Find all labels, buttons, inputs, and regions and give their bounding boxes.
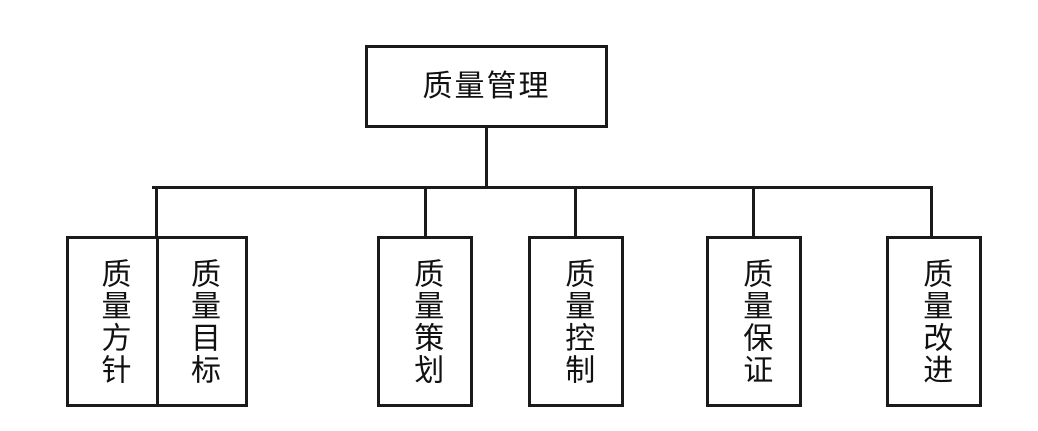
node-label: 质量策划 bbox=[409, 257, 443, 386]
node-label: 质量管理 bbox=[422, 69, 551, 103]
node-label: 质量保证 bbox=[738, 257, 772, 386]
node-quality-improvement: 质量改进 bbox=[886, 236, 982, 407]
node-label: 质量方针 bbox=[96, 257, 130, 386]
node-root-quality-management: 质量管理 bbox=[365, 45, 608, 128]
node-quality-control: 质量控制 bbox=[528, 236, 624, 407]
node-label: 质量改进 bbox=[918, 257, 952, 386]
connector-root-stem bbox=[485, 128, 488, 188]
node-quality-assurance: 质量保证 bbox=[706, 236, 802, 407]
node-group-policy-objectives: 质量方针 质量目标 bbox=[66, 236, 248, 407]
node-label: 质量控制 bbox=[560, 257, 594, 386]
node-quality-objectives: 质量目标 bbox=[155, 239, 246, 404]
connector-drop-2 bbox=[424, 186, 427, 236]
connector-drop-4 bbox=[752, 186, 755, 236]
connector-drop-1 bbox=[155, 186, 158, 236]
node-quality-planning: 质量策划 bbox=[377, 236, 473, 407]
node-quality-policy: 质量方针 bbox=[69, 239, 156, 404]
node-label: 质量目标 bbox=[186, 257, 220, 386]
connector-drop-3 bbox=[574, 186, 577, 236]
connector-horizontal-bus bbox=[152, 186, 933, 189]
connector-drop-5 bbox=[930, 186, 933, 236]
